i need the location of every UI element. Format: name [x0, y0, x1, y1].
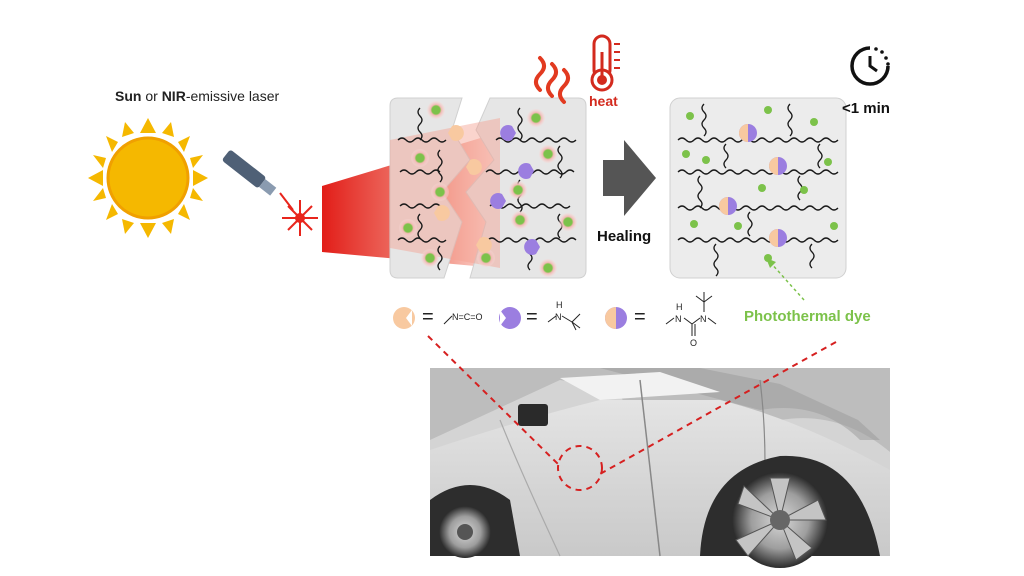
timer-label: <1 min	[842, 100, 890, 117]
amine-n-label: N	[555, 312, 562, 322]
legend-urea-symbol	[605, 307, 627, 329]
heat-waves-icon	[534, 56, 570, 104]
equals-sign-2: =	[526, 306, 538, 328]
photothermal-dye-label: Photothermal dye	[744, 308, 871, 325]
timer-icon	[850, 46, 890, 86]
light-source-title: Sun or NIR-emissive laser	[115, 88, 280, 104]
urea-n2-label: N	[700, 314, 707, 324]
dye-pointer-arrow	[769, 261, 805, 301]
legend-isocyanate-symbol	[393, 307, 415, 329]
healed-polymer-panel	[669, 97, 847, 279]
healing-label: Healing	[597, 228, 652, 245]
thermometer-icon	[590, 34, 620, 92]
laser-pointer-icon	[222, 150, 318, 236]
sun-icon	[88, 118, 208, 238]
isocyanate-formula: N=C=O	[452, 312, 483, 322]
healing-arrow	[603, 140, 656, 216]
equals-sign-1: =	[422, 306, 434, 328]
urea-n1-label: N	[675, 314, 682, 324]
amine-h-label: H	[556, 300, 563, 310]
heat-label: heat	[589, 93, 618, 109]
legend-amine-symbol	[499, 307, 521, 329]
equals-sign-3: =	[634, 306, 646, 328]
car-photo	[430, 368, 890, 568]
damaged-polymer-panel	[389, 97, 587, 279]
urea-h-label: H	[676, 302, 683, 312]
urea-o-label: O	[690, 338, 697, 348]
zoom-indicator	[427, 335, 837, 491]
